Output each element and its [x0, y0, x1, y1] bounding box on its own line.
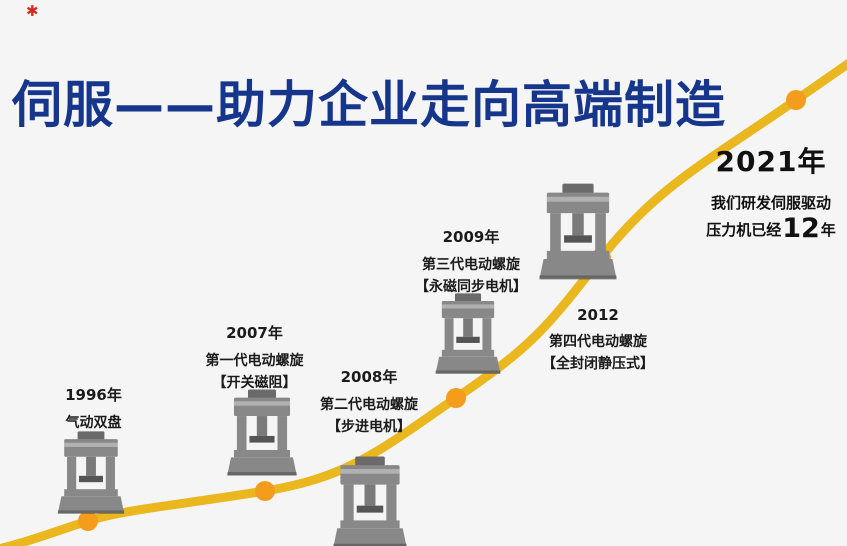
milestone-2007-year: 2007年	[226, 324, 283, 342]
page-title: 伺服——助力企业走向高端制造	[12, 75, 726, 134]
milestone-2021-label: 2021年 我们研发伺服驱动 压力机已经12年	[695, 140, 847, 243]
milestone-2007-variant: 【开关磁阻】	[212, 375, 297, 391]
milestone-marker-2021	[786, 90, 806, 110]
milestone-marker-1996	[78, 511, 98, 531]
milestone-2009-desc: 第三代电动螺旋	[422, 257, 520, 273]
machine-2012-illustration	[533, 182, 623, 282]
milestone-2021-years-count: 压力机已经12年	[695, 213, 847, 244]
milestone-2012-variant: 【全封闭静压式】	[542, 356, 654, 372]
milestone-2009-label: 2009年 第三代电动螺旋 【永磁同步电机】	[405, 226, 537, 298]
logo-mark-icon: ✱	[26, 2, 39, 20]
milestone-2012-label: 2012 第四代电动螺旋 【全封闭静压式】	[534, 306, 662, 375]
milestone-2008-year: 2008年	[340, 368, 398, 386]
milestone-2012-desc: 第四代电动螺旋	[549, 334, 647, 350]
milestone-2021-count-suffix: 年	[820, 221, 836, 239]
milestone-1996-label: 1996年 气动双盘	[36, 384, 151, 434]
machine-2009-illustration	[427, 292, 509, 376]
milestone-2009-variant: 【永磁同步电机】	[415, 279, 527, 295]
milestone-2008-variant: 【步进电机】	[327, 419, 411, 435]
machine-2007-illustration	[220, 388, 304, 478]
milestone-2012-year: 2012	[577, 306, 619, 324]
machine-1996-illustration	[50, 430, 132, 516]
milestone-marker-2007	[255, 481, 275, 501]
milestone-2021-count-number: 12	[782, 213, 820, 244]
milestone-2021-year: 2021年	[715, 145, 827, 178]
milestone-2007-label: 2007年 第一代电动螺旋 【开关磁阻】	[192, 322, 317, 394]
machine-2008-illustration	[330, 455, 410, 546]
milestone-2021-count-prefix: 压力机已经	[706, 221, 782, 239]
milestone-2008-desc: 第二代电动螺旋	[320, 397, 418, 413]
milestone-1996-year: 1996年	[65, 386, 122, 404]
milestone-2008-label: 2008年 第二代电动螺旋 【步进电机】	[310, 366, 428, 438]
milestone-2021-desc: 我们研发伺服驱动	[710, 194, 831, 212]
milestone-1996-desc: 气动双盘	[65, 415, 122, 431]
milestone-marker-2008	[446, 388, 466, 408]
milestone-2009-year: 2009年	[442, 228, 500, 246]
milestone-2007-desc: 第一代电动螺旋	[205, 353, 304, 369]
